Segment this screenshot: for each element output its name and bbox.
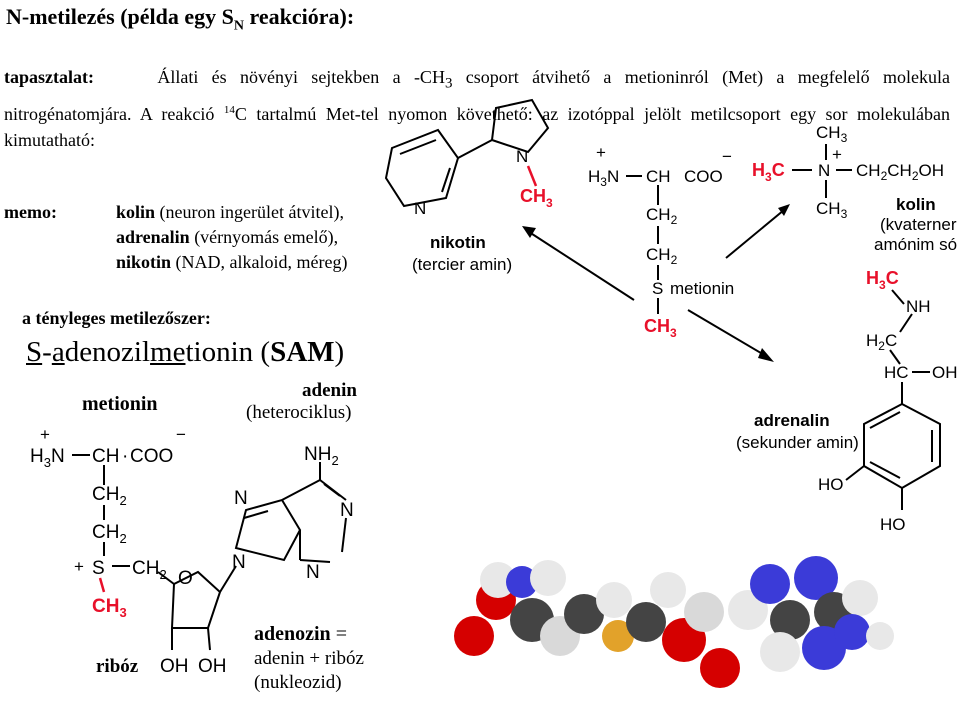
adenozin-def: adenin + ribóz [254,648,364,669]
sam-ch2-c: CH2 [132,558,167,582]
methionine-ch: CH [646,167,671,186]
adenine-n3: N [306,562,320,583]
adrenalin-label: adrenalin [754,411,830,430]
sam-name: S-adenozilmetionin (SAM) [26,336,345,368]
adrenaline-oh: OH [932,363,958,382]
metionin-right-label: metionin [670,279,734,298]
sam-plus: + [40,425,50,444]
minus-sign: − [722,147,732,166]
catechol-ho-2: HO [880,515,906,534]
sam-s: S [92,558,105,579]
methionine-ch3: CH3 [644,316,677,340]
sam-h3n: H3N [30,446,65,470]
sam-space-filling-model [454,556,894,688]
adrenaline-h3c: H3C [866,268,899,292]
adenine-nh2: NH2 [304,444,339,468]
methionine-s: S [652,279,663,298]
sam-coo: COO [130,446,173,467]
kolin-sub-label-1: (kvaterner [880,215,957,234]
adrenaline-nh: NH [906,297,931,316]
kolin-label: kolin [896,195,936,214]
sam-ch: CH [92,446,119,467]
kolin-sub-label-2: amónim só [874,235,957,254]
adenine-n9: N [232,552,246,573]
adenin-label: adenin [302,380,357,401]
adrenaline-h2c: H2C [866,331,897,353]
sam-ch2-b: CH2 [92,522,127,546]
memo-label: memo: [4,202,57,222]
choline-ch3-top: CH3 [816,123,848,145]
ribose-oh-2: OH [198,656,227,677]
nicotine-n: N [516,147,528,166]
methionine-ch2-a: CH2 [646,205,678,227]
adenozin-nucleoside: (nukleozid) [254,672,342,693]
metionin-left-label: metionin [82,393,158,415]
sam-ch2-a: CH2 [92,484,127,508]
plus-sign: + [596,143,606,162]
methionine-coo: COO [684,167,723,186]
adenine-n1: N [340,500,354,521]
nikotin-sub-label: (tercier amin) [412,255,512,274]
sam-ch3: CH3 [92,596,127,620]
nikotin-label: nikotin [430,233,486,252]
experience-paragraph: tapasztalat: Állati és növényi sejtekben… [4,67,950,150]
choline-h3c: H3C [752,160,785,184]
nicotine-ch3: CH3 [520,186,553,210]
adenozin-label: adenozin = [254,623,347,645]
methionine-ch2-b: CH2 [646,245,678,267]
sulfonium-plus: + [74,557,84,576]
memo-item-adrenalin: adrenalin (vérnyomás emelő), [116,227,339,247]
bonds [72,98,941,651]
choline-ch3-bottom: CH3 [816,199,848,221]
catechol-ho-1: HO [818,475,844,494]
adenine-n7: N [234,488,248,509]
page-title: N-metilezés (példa egy SN reakcióra): [6,4,355,34]
memo-list: kolin (neuron ingerület átvitel), adrena… [116,200,347,275]
experience-label: tapasztalat: [4,67,94,87]
choline-n: N [818,161,830,180]
ribose-label: ribóz [96,656,139,677]
adenin-sub-label: (heterociklus) [246,402,352,423]
adrenaline-hc: HC [884,363,909,382]
pyridine-n: N [414,199,426,218]
atom-labels: N N CH3 nikotin (tercier amin) + H3N CH … [30,123,958,693]
ribose-oh-1: OH [160,656,189,677]
memo-item-nikotin: nikotin (NAD, alkaloid, méreg) [116,252,348,272]
methylator-label: a tényleges metilezőszer: [22,308,211,328]
adrenalin-sub-label: (sekunder amin) [736,433,859,452]
sam-minus: − [176,425,186,444]
arrowheads [522,204,790,362]
ribose-o: O [178,568,193,589]
memo-item-kolin: kolin (neuron ingerület átvitel), [116,202,344,222]
methionine-h3n: H3N [588,167,619,189]
sam-dot: · [122,446,128,467]
choline-plus: + [832,145,842,164]
choline-chain: CH2CH2OH [856,161,944,183]
